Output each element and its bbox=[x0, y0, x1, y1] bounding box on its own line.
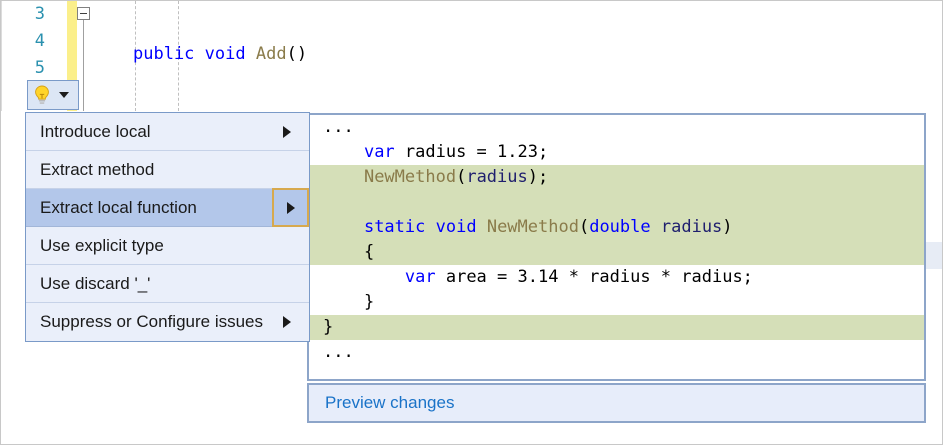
line-number: 5 bbox=[34, 58, 45, 78]
chevron-right-icon bbox=[283, 316, 291, 328]
preview-line: ... bbox=[323, 117, 354, 137]
preview-line: var radius = 1.23; bbox=[363, 142, 549, 162]
menu-item-label: Suppress or Configure issues bbox=[40, 312, 264, 331]
menu-item-label: Use explicit type bbox=[40, 235, 164, 255]
unsaved-change-bar bbox=[67, 1, 77, 111]
gutter-divider bbox=[1, 1, 2, 111]
chevron-right-icon bbox=[283, 125, 291, 138]
menu-item-use-discard[interactable]: Use discard '_' bbox=[26, 265, 309, 303]
preview-line-added: { bbox=[309, 240, 924, 265]
preview-line: } bbox=[323, 292, 375, 312]
menu-item-use-explicit-type[interactable]: Use explicit type bbox=[26, 227, 309, 265]
preview-panel-footer: Preview changes bbox=[307, 383, 926, 423]
preview-line-added: static void NewMethod(double radius) bbox=[309, 215, 924, 240]
code-line: public void Add() bbox=[133, 44, 308, 64]
outlining-rail bbox=[83, 15, 84, 111]
preview-line-added: } bbox=[309, 315, 924, 340]
preview-line: var area = 3.14 * radius * radius; bbox=[404, 267, 753, 287]
collapse-region-icon[interactable] bbox=[77, 7, 90, 20]
menu-item-label: Use discard '_' bbox=[40, 273, 151, 293]
menu-item-label: Extract method bbox=[40, 159, 155, 179]
preview-line-added: NewMethod(radius); bbox=[309, 165, 924, 190]
line-number: 3 bbox=[34, 4, 45, 24]
indent-guide bbox=[135, 1, 136, 111]
menu-item-extract-local-function[interactable]: Extract local function bbox=[26, 188, 309, 227]
change-preview-panel: ... var radius = 1.23; NewMethod(radius)… bbox=[307, 113, 926, 381]
menu-item-extract-method[interactable]: Extract method bbox=[26, 151, 309, 189]
lightbulb-icon bbox=[35, 85, 49, 104]
chevron-right-icon bbox=[286, 201, 295, 214]
menu-item-label: Extract local function bbox=[40, 197, 197, 217]
code-editor: 3 4 5 6 7 8 public void Add() { var radi… bbox=[1, 1, 942, 269]
menu-item-label: Introduce local bbox=[40, 121, 151, 141]
submenu-expander[interactable] bbox=[272, 188, 309, 227]
preview-line: ... bbox=[323, 342, 354, 362]
menu-item-introduce-local[interactable]: Introduce local bbox=[26, 113, 309, 151]
quick-actions-menu: Introduce local Extract method Extract l… bbox=[25, 112, 310, 342]
chevron-down-icon[interactable] bbox=[59, 92, 69, 98]
quick-actions-bulb-button[interactable] bbox=[27, 80, 79, 110]
menu-item-suppress-or-configure-issues[interactable]: Suppress or Configure issues bbox=[26, 303, 309, 341]
preview-line-added bbox=[309, 190, 924, 215]
preview-changes-link[interactable]: Preview changes bbox=[325, 393, 455, 412]
code-text[interactable]: public void Add() { var radius = 1.23; v… bbox=[97, 1, 942, 269]
line-number: 4 bbox=[34, 31, 45, 51]
indent-guide bbox=[178, 1, 179, 111]
